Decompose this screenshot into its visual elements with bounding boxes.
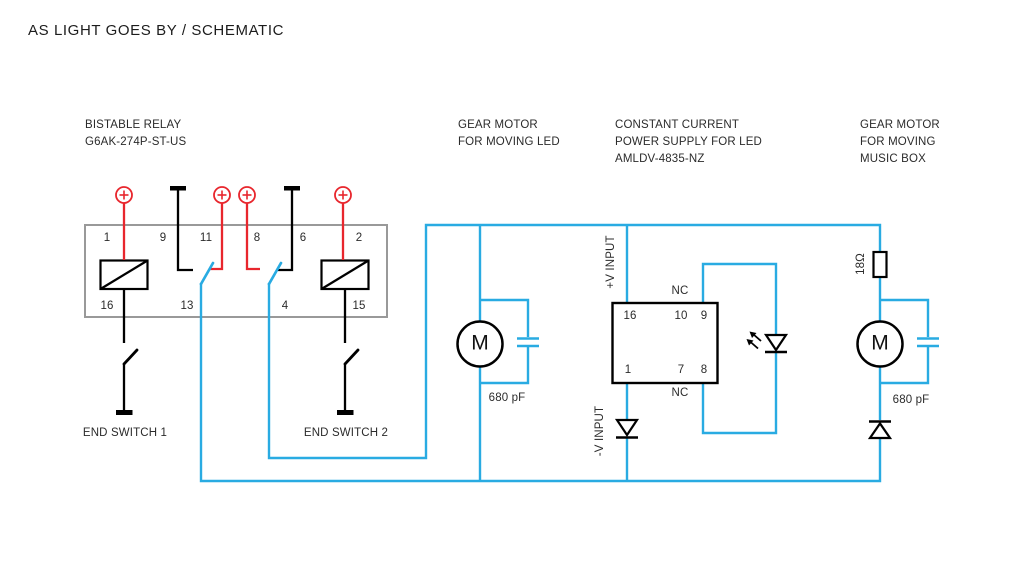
psu-label-line2: POWER SUPPLY FOR LED (615, 136, 762, 148)
relay-pin-6: 6 (299, 232, 307, 244)
black-terminals (170, 186, 300, 272)
relay-pin-2: 2 (355, 232, 363, 244)
psu-vminus-label: -V INPUT (594, 405, 606, 457)
wire-cap1-top (480, 298, 530, 337)
diode-music-icon (867, 420, 893, 440)
blue-wires (199, 223, 939, 483)
wire-led-psu-pin8 (701, 353, 778, 435)
red-wires (122, 203, 345, 271)
end-switch-2-icon (337, 289, 360, 415)
page-title: AS LIGHT GOES BY / SCHEMATIC (28, 22, 285, 39)
plus-terminal-icon (115, 186, 133, 204)
relay-lever-4 (267, 261, 283, 286)
wire-cap1-bottom (480, 347, 530, 385)
relay-pin-9: 9 (159, 232, 167, 244)
wire-pin13-bottom-bus (199, 283, 882, 483)
relay-label: BISTABLE RELAY G6AK-274P-ST-US (85, 117, 186, 151)
psu-pin-10: 10 (674, 310, 688, 322)
cap2-value-label: 680 pF (892, 394, 930, 406)
psu-label: CONSTANT CURRENT POWER SUPPLY FOR LED AM… (615, 117, 762, 168)
psu-pin-8: 8 (700, 364, 708, 376)
psu-label-line1: CONSTANT CURRENT (615, 119, 740, 131)
cap1-value-label: 680 pF (488, 392, 526, 404)
end-switch-1-icon (116, 289, 139, 415)
plus-terminal-icon (238, 186, 256, 204)
t-terminal-icon (284, 186, 300, 191)
motor-led-label: GEAR MOTOR FOR MOVING LED (458, 117, 560, 151)
wire-pin9 (176, 190, 193, 272)
power-terminal-icons (115, 186, 352, 204)
psu-nc-bottom: NC (671, 387, 689, 399)
plus-terminal-icon (213, 186, 231, 204)
psu-nc-top: NC (671, 285, 689, 297)
psu-pin-1: 1 (624, 364, 632, 376)
resistor-icon (872, 250, 888, 279)
plus-terminal-icon (334, 186, 352, 204)
motor-music-label-line1: GEAR MOTOR (860, 119, 940, 131)
motor-led-label-line2: FOR MOVING LED (458, 136, 560, 148)
psu-pin-9: 9 (700, 310, 708, 322)
psu-box-outline (611, 301, 719, 385)
motor-music-icon (856, 320, 904, 368)
psu-pin-16: 16 (623, 310, 637, 322)
relay-label-line2: G6AK-274P-ST-US (85, 136, 187, 148)
relay-pin-4: 4 (281, 300, 289, 312)
wire-pin8 (245, 203, 260, 271)
wire-pin6 (278, 190, 294, 272)
relay-pin-16: 16 (100, 300, 114, 312)
relay-coil-1 (99, 259, 149, 291)
motor-led-letter: M (471, 331, 489, 355)
motor-music-label-line3: MUSIC BOX (860, 153, 926, 165)
relay-pin-8: 8 (253, 232, 261, 244)
wire-cap2-bottom (880, 347, 930, 385)
wire-pin4-top-bus (267, 223, 882, 460)
wire-psu-pin9-led (701, 262, 778, 334)
relay-pin-15: 15 (352, 300, 366, 312)
relay-label-line1: BISTABLE RELAY (85, 119, 182, 131)
motor-led-icon (456, 320, 504, 368)
resistor-value-label: 18Ω (855, 253, 867, 275)
motor-music-label: GEAR MOTOR FOR MOVING MUSIC BOX (860, 117, 940, 168)
motor-led-label-line1: GEAR MOTOR (458, 119, 538, 131)
relay-coil-2 (320, 259, 370, 291)
relay-lever-13 (199, 261, 215, 286)
wire-cap2-top (880, 298, 930, 337)
motor-music-label-line2: FOR MOVING (860, 136, 936, 148)
led-icon (746, 331, 789, 354)
psu-pin-7: 7 (677, 364, 685, 376)
psu-label-line3: AMLDV-4835-NZ (615, 153, 705, 165)
t-terminal-icon (170, 186, 186, 191)
diode-vminus-icon (614, 418, 640, 439)
wire-pin11 (209, 203, 224, 271)
motor-music-letter: M (871, 331, 889, 355)
relay-pin-1: 1 (103, 232, 111, 244)
psu-vplus-label: +V INPUT (605, 235, 617, 289)
end-switch-1-label: END SWITCH 1 (82, 427, 168, 439)
relay-pin-13: 13 (180, 300, 194, 312)
end-switch-2-label: END SWITCH 2 (303, 427, 389, 439)
relay-pin-11: 11 (199, 232, 213, 244)
